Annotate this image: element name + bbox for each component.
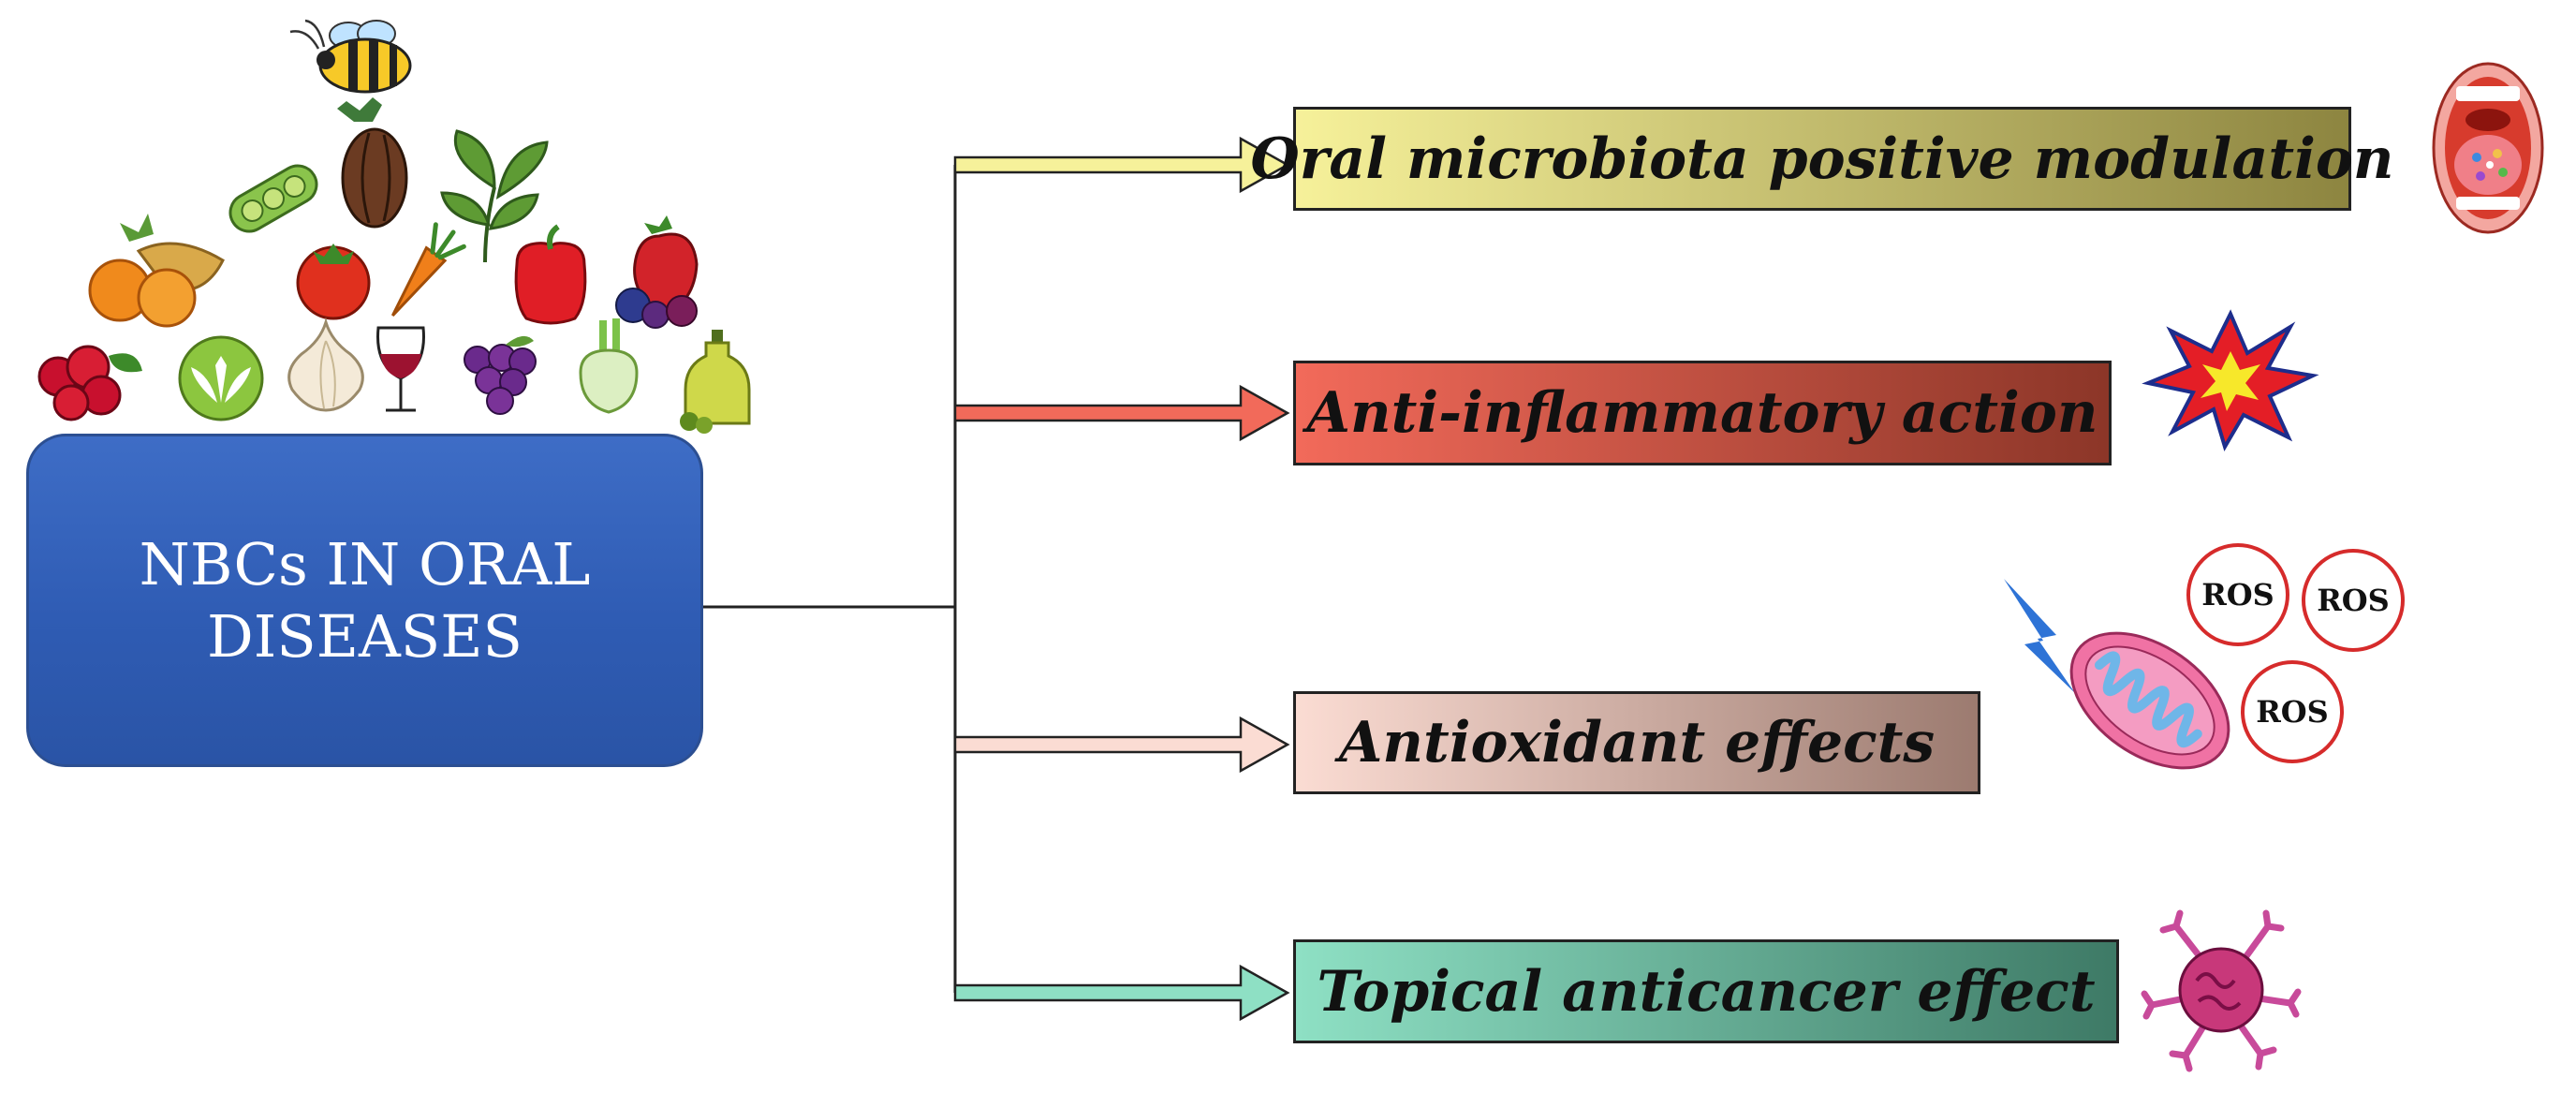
ros-circle-3 bbox=[2241, 660, 2344, 763]
effect-box-anticancer: Topical anticancer effect bbox=[1293, 939, 2119, 1043]
effect-label-inflammatory: Anti-inflammatory action bbox=[1306, 380, 2098, 446]
mitochondrion-icon bbox=[2069, 631, 2230, 770]
arrow-inflammatory bbox=[953, 384, 1290, 442]
tomato-icon bbox=[296, 244, 371, 320]
arrow-anticancer bbox=[953, 964, 1290, 1022]
soybean-icon bbox=[228, 164, 318, 233]
cocoa-pod-icon bbox=[337, 97, 408, 229]
effect-label-antioxidant: Antioxidant effects bbox=[1338, 710, 1936, 775]
turmeric-icon bbox=[88, 214, 225, 328]
lightning-icon bbox=[2004, 579, 2075, 693]
cranberry-icon bbox=[37, 345, 142, 421]
basil-leaf-icon bbox=[440, 129, 549, 263]
center-box: NBCs IN ORAL DISEASES bbox=[26, 434, 703, 767]
ros-label-1: ROS bbox=[2201, 577, 2274, 613]
cancer-cell-icon bbox=[2141, 909, 2302, 1072]
ros-circle-1 bbox=[2186, 543, 2289, 646]
center-title-line-2: DISEASES bbox=[207, 602, 523, 671]
grapes-icon bbox=[464, 335, 537, 415]
fennel-icon bbox=[579, 318, 639, 414]
olive-oil-icon bbox=[680, 330, 751, 434]
open-mouth-icon bbox=[2432, 62, 2544, 234]
aloe-icon bbox=[178, 335, 264, 421]
ros-label-2: ROS bbox=[2317, 583, 2390, 618]
berries-icon bbox=[615, 215, 699, 329]
effect-label-anticancer: Topical anticancer effect bbox=[1317, 958, 2096, 1025]
effect-box-microbiota: Oral microbiota positive modulation bbox=[1251, 107, 2394, 211]
effect-box-antioxidant: Antioxidant effects bbox=[1293, 691, 1980, 794]
arrow-antioxidant bbox=[953, 716, 1290, 774]
center-title-line-1: NBCs IN ORAL bbox=[139, 529, 591, 598]
wine-glass-icon bbox=[376, 326, 425, 412]
ros-label-3: ROS bbox=[2256, 694, 2329, 730]
effect-box-inflammatory: Anti-inflammatory action bbox=[1293, 361, 2112, 465]
effect-label-microbiota: Oral microbiota positive modulation bbox=[1250, 126, 2394, 192]
arrow-microbiota bbox=[953, 136, 1290, 194]
bee-icon bbox=[289, 19, 412, 94]
burst-icon bbox=[2142, 309, 2319, 451]
ros-circle-2 bbox=[2302, 549, 2405, 652]
garlic-icon bbox=[287, 317, 364, 412]
bell-pepper-icon bbox=[514, 224, 587, 325]
carrot-icon bbox=[390, 222, 466, 317]
